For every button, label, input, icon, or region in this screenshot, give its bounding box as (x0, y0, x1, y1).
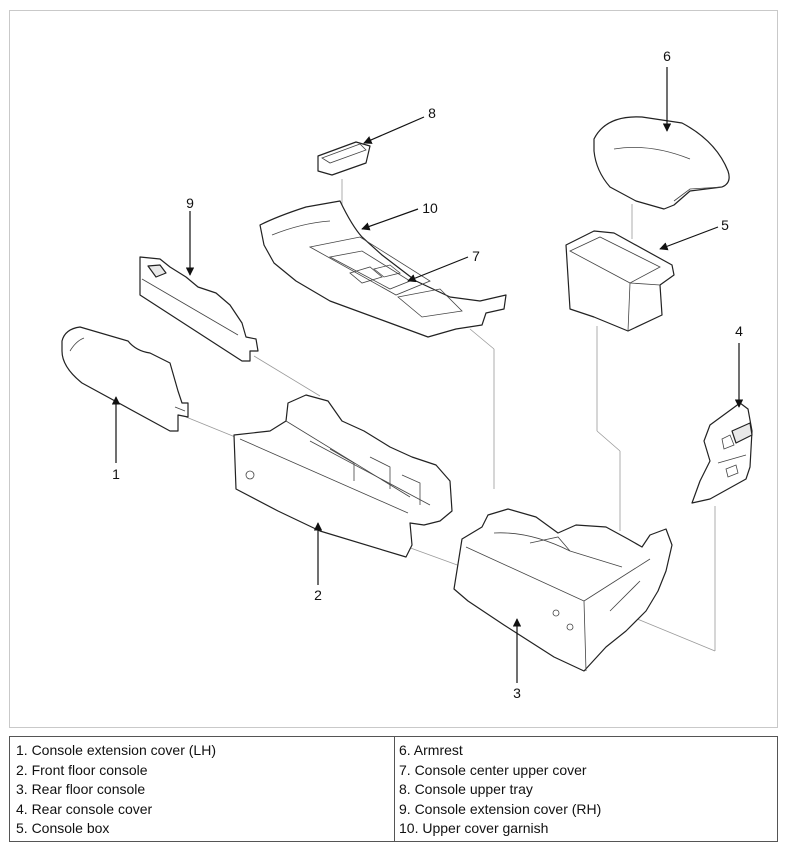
part-2-front-floor-console (233, 394, 453, 558)
legend-column-left: 1. Console extension cover (LH) 2. Front… (10, 737, 395, 841)
part-5-console-box (565, 230, 675, 332)
parts-legend-table: 1. Console extension cover (LH) 2. Front… (9, 736, 778, 842)
callout-5: 5 (721, 217, 729, 233)
part-4-rear-console-cover (691, 402, 753, 504)
legend-item-5: 5. Console box (16, 820, 110, 836)
assembly-guide-lines (185, 179, 716, 652)
legend-item-9: 9. Console extension cover (RH) (399, 800, 602, 817)
legend-item-7: 7. Console center upper cover (399, 761, 587, 778)
callout-4: 4 (735, 323, 743, 339)
callout-7: 7 (472, 248, 480, 264)
part-6-armrest (593, 116, 730, 210)
callout-3: 3 (513, 685, 521, 701)
legend-item-4: 4. Rear console cover (16, 800, 153, 817)
part-9-console-extension-cover-rh (139, 256, 259, 362)
legend-item-8: 8. Console upper tray (399, 781, 533, 797)
callout-6: 6 (663, 48, 671, 64)
exploded-view-figure: 1 2 3 4 5 6 7 8 9 10 (9, 10, 778, 728)
legend-column-right: 6. Armrest 7. Console center upper cover… (395, 737, 777, 841)
part-8-console-upper-tray (317, 141, 371, 176)
legend-item-1: 1. Console extension cover (LH) (16, 742, 216, 758)
callout-8: 8 (428, 105, 436, 121)
legend-item-2: 2. Front floor console (16, 761, 148, 778)
part-3-rear-floor-console (453, 508, 673, 672)
legend-item-3: 3. Rear floor console (16, 781, 146, 797)
callout-10: 10 (422, 200, 438, 216)
legend-item-10: 10. Upper cover garnish (399, 820, 549, 836)
callout-9: 9 (186, 195, 194, 211)
callout-2: 2 (314, 587, 322, 603)
exploded-view-diagram: 1 2 3 4 5 6 7 8 9 10 (61, 48, 753, 701)
part-1-console-extension-cover-lh (61, 326, 189, 432)
callout-1: 1 (112, 466, 120, 482)
legend-item-6: 6. Armrest (399, 742, 463, 758)
callout-labels: 1 2 3 4 5 6 7 8 9 10 (112, 48, 743, 701)
callout-leaders (111, 67, 744, 683)
